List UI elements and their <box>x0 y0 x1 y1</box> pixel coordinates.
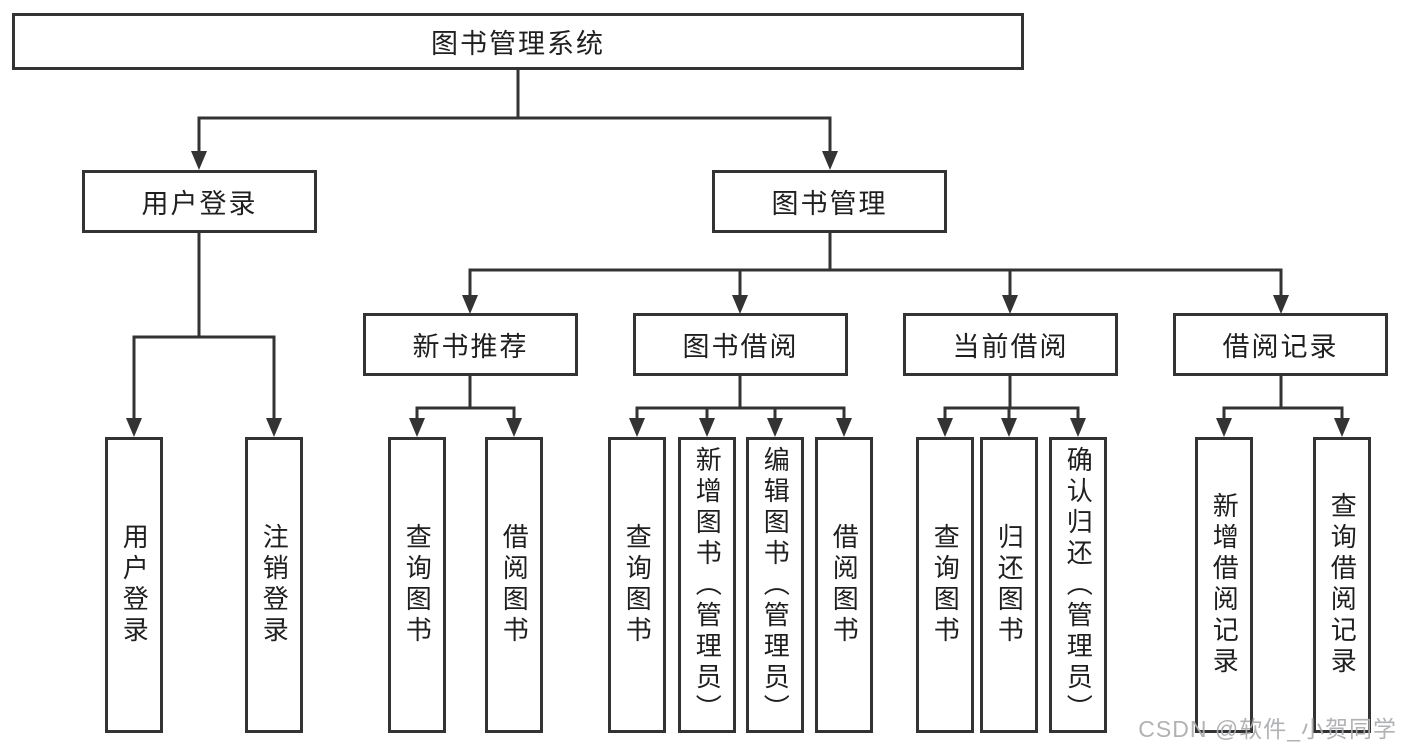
node-library-management-system: 图书管理系统 <box>12 13 1024 70</box>
leaf-query-borrow-record: 查询借阅记录 <box>1313 437 1371 733</box>
node-borrowing-records: 借阅记录 <box>1173 313 1388 376</box>
leaf-logout-label: 注销登录 <box>259 523 290 647</box>
leaf-add-borrow-record: 新增借阅记录 <box>1195 437 1253 733</box>
leaf-user-login-label: 用户登录 <box>119 523 150 647</box>
leaf-borrow-books: 借阅图书 <box>815 437 873 733</box>
leaf-confirm-return-admin: 确认归还（管理员） <box>1049 437 1107 733</box>
node-borrowing-records-label: 借阅记录 <box>1222 332 1339 362</box>
leaf-query-books-current: 查询图书 <box>916 437 974 733</box>
leaf-query-borrow-record-label: 查询借阅记录 <box>1327 492 1358 678</box>
node-book-management: 图书管理 <box>712 170 947 233</box>
leaf-add-borrow-record-label: 新增借阅记录 <box>1209 492 1240 678</box>
leaf-return-books: 归还图书 <box>980 437 1038 733</box>
node-current-borrowing: 当前借阅 <box>903 313 1118 376</box>
leaf-edit-books-admin-label: 编辑图书（管理员） <box>760 445 791 725</box>
leaf-query-books-borrow-label: 查询图书 <box>622 523 653 647</box>
leaf-confirm-return-admin-label: 确认归还（管理员） <box>1063 445 1094 725</box>
leaf-edit-books-admin: 编辑图书（管理员） <box>746 437 804 733</box>
leaf-query-books-current-label: 查询图书 <box>930 523 961 647</box>
connector-lines <box>132 68 1344 422</box>
leaf-user-login: 用户登录 <box>105 437 163 733</box>
leaf-query-books-borrow: 查询图书 <box>608 437 666 733</box>
node-book-management-label: 图书管理 <box>771 189 888 219</box>
leaf-add-books-admin: 新增图书（管理员） <box>678 437 736 733</box>
node-library-management-system-label: 图书管理系统 <box>431 29 605 59</box>
leaf-borrow-books-recommend-label: 借阅图书 <box>499 523 530 647</box>
leaf-logout: 注销登录 <box>245 437 303 733</box>
node-user-login: 用户登录 <box>82 170 317 233</box>
node-new-book-recommendation-label: 新书推荐 <box>412 332 529 362</box>
leaf-query-books-recommend: 查询图书 <box>388 437 446 733</box>
node-book-borrowing: 图书借阅 <box>633 313 848 376</box>
node-new-book-recommendation: 新书推荐 <box>363 313 578 376</box>
leaf-return-books-label: 归还图书 <box>994 523 1025 647</box>
node-book-borrowing-label: 图书借阅 <box>682 332 799 362</box>
leaf-borrow-books-recommend: 借阅图书 <box>485 437 543 733</box>
leaf-query-books-recommend-label: 查询图书 <box>402 523 433 647</box>
watermark: CSDN @软件_小贺同学 <box>1138 716 1397 742</box>
leaf-add-books-admin-label: 新增图书（管理员） <box>692 445 723 725</box>
node-user-login-label: 用户登录 <box>141 189 258 219</box>
leaf-borrow-books-label: 借阅图书 <box>829 523 860 647</box>
node-current-borrowing-label: 当前借阅 <box>952 332 1069 362</box>
